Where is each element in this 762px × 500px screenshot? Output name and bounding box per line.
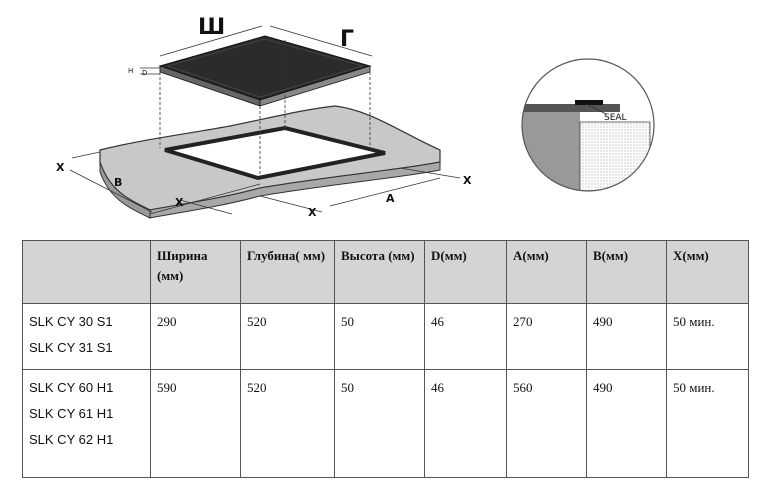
installation-diagram: Ш Г H D X B X X A X SEAL: [56, 15, 655, 219]
value-cell-depth: 520: [240, 369, 335, 478]
value-cell-a: 560: [506, 369, 587, 478]
value-cell-d: 46: [424, 303, 507, 370]
table-row: SLK CY 60 H1 SLK CY 61 H1 SLK CY 62 H1 5…: [22, 369, 749, 478]
label-seal: SEAL: [604, 113, 627, 123]
header-cell-x: X(мм): [666, 240, 749, 304]
header-cell-depth: Глубина( мм): [240, 240, 335, 304]
value-cell-height: 50: [334, 303, 425, 370]
value-cell-height: 50: [334, 369, 425, 478]
label-width: Ш: [198, 15, 225, 40]
header-cell-a: A(мм): [506, 240, 587, 304]
value-cell-b: 490: [586, 303, 667, 370]
model-name: SLK CY 62 H1: [29, 432, 114, 447]
value-cell-x: 50 мин.: [666, 303, 749, 370]
cutout: [164, 125, 386, 181]
header-cell-width: Ширина (мм): [150, 240, 241, 304]
model-name: SLK CY 61 H1: [29, 406, 114, 421]
label-a: A: [386, 192, 395, 205]
header-cell-empty: [22, 240, 151, 304]
seal-detail: SEAL: [521, 58, 655, 192]
value-cell-a: 270: [506, 303, 587, 370]
header-cell-d: D(мм): [424, 240, 507, 304]
header-cell-height: Высота (мм): [334, 240, 425, 304]
dimension-lines: [69, 25, 461, 215]
dimensions-table: Ширина (мм) Глубина( мм) Высота (мм) D(м…: [22, 240, 749, 478]
label-x-left: X: [56, 161, 65, 174]
countertop: [99, 105, 441, 219]
model-cell: SLK CY 30 S1 SLK CY 31 S1: [22, 303, 151, 370]
label-h: H: [128, 67, 133, 75]
model-name: SLK CY 60 H1: [29, 380, 114, 395]
label-d: D: [142, 69, 147, 77]
label-x-middle: X: [308, 206, 317, 219]
value-cell-width: 590: [150, 369, 241, 478]
label-b: B: [114, 176, 122, 189]
value-cell-width: 290: [150, 303, 241, 370]
label-x-right: X: [463, 174, 472, 187]
value-cell-depth: 520: [240, 303, 335, 370]
header-cell-b: B(мм): [586, 240, 667, 304]
value-cell-d: 46: [424, 369, 507, 478]
model-name: SLK CY 31 S1: [29, 340, 113, 355]
model-name: SLK CY 30 S1: [29, 314, 113, 329]
label-x-bottom: X: [175, 196, 184, 209]
label-depth: Г: [340, 27, 354, 52]
model-cell: SLK CY 60 H1 SLK CY 61 H1 SLK CY 62 H1: [22, 369, 151, 478]
value-cell-b: 490: [586, 369, 667, 478]
table-header-row: Ширина (мм) Глубина( мм) Высота (мм) D(м…: [22, 240, 749, 304]
value-cell-x: 50 мин.: [666, 369, 749, 478]
table-row: SLK CY 30 S1 SLK CY 31 S1 290 520 50 46 …: [22, 303, 749, 370]
